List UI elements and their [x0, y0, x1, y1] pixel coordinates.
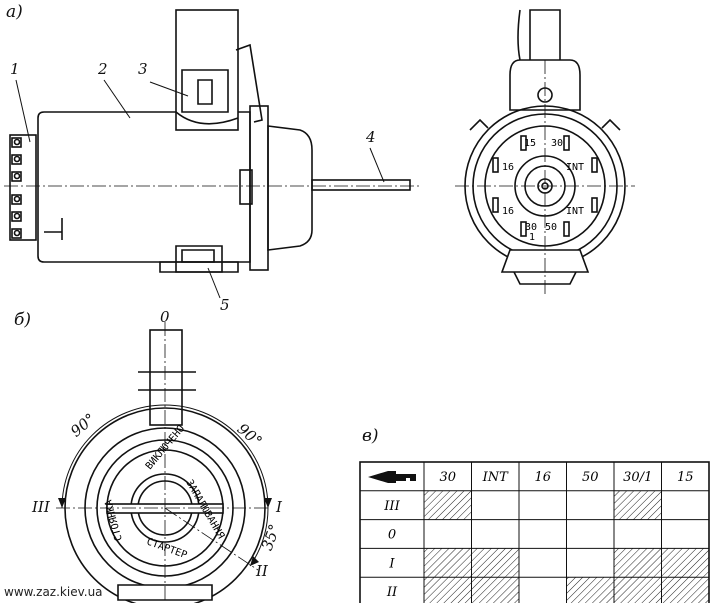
- hatched-cell: [424, 490, 472, 520]
- switch-body: [37, 111, 251, 263]
- table-row-label: I: [388, 556, 395, 571]
- shaft: [311, 179, 411, 191]
- terminal-30-1-sub: 1: [529, 232, 535, 243]
- ring-text-starter: СТАРТЕР: [145, 536, 188, 561]
- figure-label-a: а): [6, 2, 23, 22]
- hatched-cell: [471, 577, 519, 603]
- table-row-label: III: [383, 499, 400, 514]
- part-number-5: 5: [220, 296, 230, 314]
- hatched-cell: [424, 548, 472, 578]
- bottom-clip: [159, 261, 239, 273]
- ring-text-off: ВИКЛЮЧЕНО: [144, 423, 187, 472]
- table-column-header: 16: [534, 470, 551, 485]
- table-column-header: 50: [582, 470, 599, 485]
- part-number-3: 3: [138, 60, 148, 78]
- part-number-2: 2: [98, 60, 108, 78]
- terminal-int-upper: INT: [566, 162, 584, 173]
- terminal-15: 15: [524, 138, 536, 149]
- table-row-label: II: [386, 585, 398, 600]
- table-column-header: 15: [677, 470, 694, 485]
- part-number-1: 1: [10, 60, 20, 78]
- terminal-16-upper: 16: [502, 162, 514, 173]
- terminal-16-lower: 16: [502, 206, 514, 217]
- dial-position-II: II: [256, 562, 268, 580]
- watermark: www.zaz.kiev.ua: [4, 585, 103, 599]
- hatched-cell: [424, 577, 472, 603]
- table-column-header: 30: [439, 470, 456, 485]
- key-icon: [368, 471, 416, 483]
- hatched-cell: [661, 577, 709, 603]
- terminal-50: 50: [545, 222, 557, 233]
- dial-position-I: I: [276, 498, 282, 516]
- hatched-cell: [661, 548, 709, 578]
- hatched-cell: [471, 548, 519, 578]
- terminal-30-top: 30: [551, 138, 563, 149]
- side-view: [9, 9, 411, 273]
- dial-position-III: III: [32, 498, 50, 516]
- hatched-cell: [566, 577, 614, 603]
- connector-block: [9, 134, 37, 241]
- hatched-cell: [614, 548, 662, 578]
- hatched-cell: [614, 490, 662, 520]
- part-number-4: 4: [366, 128, 376, 146]
- table-row-label: 0: [388, 528, 396, 543]
- terminal-30-1: 30: [525, 222, 537, 233]
- figure-label-b: б): [14, 310, 32, 330]
- table-column-header: INT: [482, 470, 510, 485]
- hatched-cell: [614, 577, 662, 603]
- terminal-int-lower: INT: [566, 206, 584, 217]
- front-cap: [267, 125, 313, 251]
- figure-label-v: в): [362, 426, 379, 446]
- dial-position-0: 0: [160, 308, 170, 326]
- table-column-header: 30/1: [623, 470, 652, 485]
